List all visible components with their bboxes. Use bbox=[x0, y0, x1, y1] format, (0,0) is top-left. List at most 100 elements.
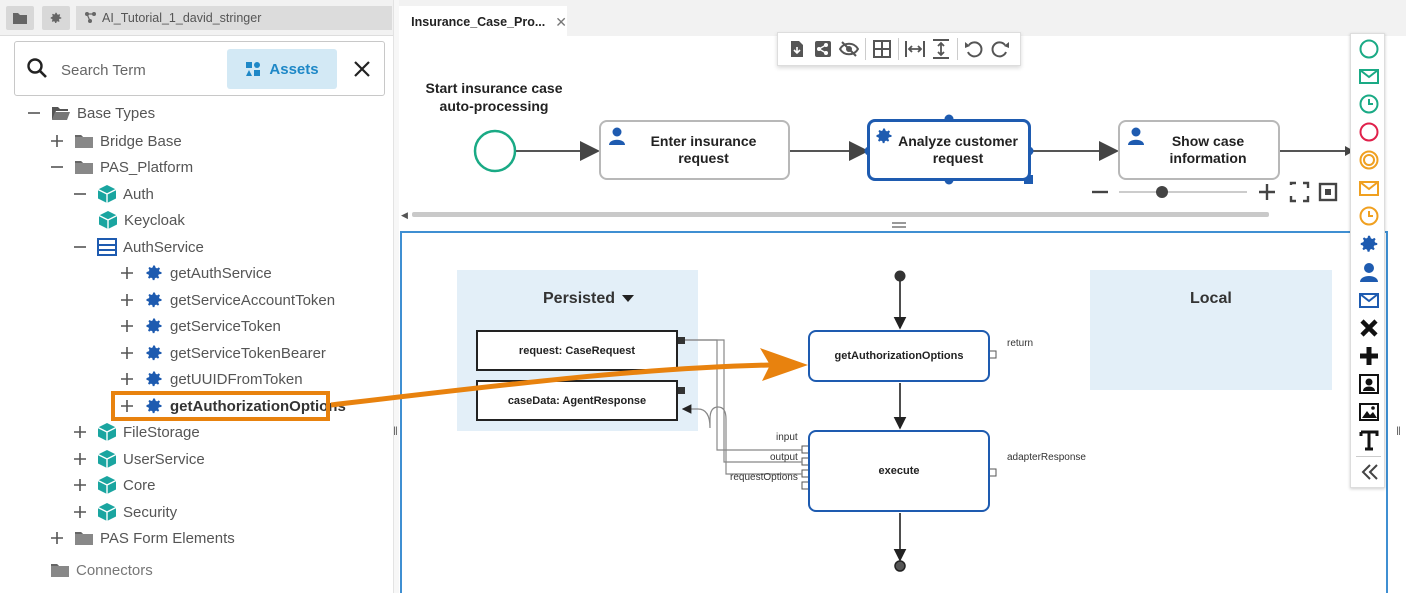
folder-icon bbox=[73, 528, 95, 548]
image-icon[interactable] bbox=[1357, 400, 1381, 424]
operation-execute[interactable]: execute bbox=[808, 430, 990, 512]
highlight-callout-box bbox=[111, 391, 330, 421]
grid-icon[interactable] bbox=[869, 36, 895, 62]
tree-item[interactable]: getServiceToken bbox=[119, 314, 281, 338]
search-input[interactable] bbox=[61, 59, 221, 81]
folder-button[interactable] bbox=[6, 6, 34, 30]
task-label: Enter insurance request bbox=[644, 133, 764, 167]
expand-toggle-icon[interactable] bbox=[119, 345, 135, 361]
gear-icon bbox=[49, 11, 63, 25]
search-icon bbox=[25, 56, 51, 82]
scroll-left-icon[interactable]: ◀ bbox=[401, 210, 408, 221]
start-event[interactable] bbox=[475, 131, 515, 171]
timer-intermediate-icon[interactable] bbox=[1357, 204, 1381, 228]
tree-item-label: Connectors bbox=[76, 562, 153, 579]
tree-item[interactable]: getServiceAccountToken bbox=[119, 288, 335, 312]
project-breadcrumb[interactable]: AI_Tutorial_1_david_stringer bbox=[76, 6, 392, 30]
collapse-icon[interactable] bbox=[1357, 460, 1381, 484]
expand-toggle-icon[interactable] bbox=[49, 133, 65, 149]
horizontal-scrollbar[interactable] bbox=[412, 212, 1269, 217]
tree-item[interactable]: PAS_Platform bbox=[49, 155, 193, 179]
tree-item-label: Keycloak bbox=[124, 212, 185, 229]
project-icon bbox=[84, 11, 97, 26]
operation-get-authorization-options[interactable]: getAuthorizationOptions bbox=[808, 330, 990, 382]
expand-toggle-icon[interactable] bbox=[119, 292, 135, 308]
message-start-icon[interactable] bbox=[1357, 64, 1381, 88]
expand-toggle-icon[interactable] bbox=[119, 265, 135, 281]
expand-toggle-icon[interactable] bbox=[72, 424, 88, 440]
expand-toggle-icon[interactable] bbox=[119, 371, 135, 387]
tree-item[interactable]: FileStorage bbox=[72, 420, 200, 444]
user-task-icon bbox=[1126, 126, 1146, 146]
tree-item[interactable]: getUUIDFromToken bbox=[119, 367, 303, 391]
tab-insurance-case-process[interactable]: Insurance_Case_Pro... ✕ bbox=[399, 6, 567, 36]
tree-item-label: Core bbox=[123, 477, 156, 494]
expand-toggle-icon[interactable] bbox=[72, 504, 88, 520]
tree-item[interactable]: Core bbox=[72, 473, 156, 497]
explorer-toolbar: AI_Tutorial_1_david_stringer bbox=[0, 0, 393, 36]
module-icon bbox=[96, 422, 118, 442]
close-icon[interactable] bbox=[349, 56, 375, 82]
zoom-slider-handle bbox=[1156, 186, 1168, 198]
user-task-icon[interactable] bbox=[1357, 260, 1381, 284]
fullscreen-icon bbox=[1291, 183, 1308, 201]
task-enter-insurance-request[interactable]: Enter insurance request bbox=[599, 120, 790, 180]
expand-toggle-icon[interactable] bbox=[72, 477, 88, 493]
tree-item[interactable]: Keycloak bbox=[97, 208, 185, 232]
timer-start-icon[interactable] bbox=[1357, 92, 1381, 116]
collapse-toggle-icon[interactable] bbox=[26, 105, 42, 121]
collapse-toggle-icon[interactable] bbox=[49, 159, 65, 175]
process-diagram-canvas[interactable]: Start insurance case auto-processing Ent… bbox=[399, 36, 1406, 224]
pane-resize-handle[interactable] bbox=[892, 222, 906, 228]
service-task-icon[interactable] bbox=[1357, 232, 1381, 256]
task-show-case-information[interactable]: Show case information bbox=[1118, 120, 1280, 180]
right-splitter-grip-icon[interactable]: ‖ bbox=[1396, 424, 1401, 438]
fit-width-icon[interactable] bbox=[902, 36, 928, 62]
tree-item-label: UserService bbox=[123, 451, 205, 468]
end-event-icon[interactable] bbox=[1357, 120, 1381, 144]
tree-item[interactable]: getAuthService bbox=[119, 261, 272, 285]
assets-filter-button[interactable]: Assets bbox=[227, 49, 337, 89]
contact-icon[interactable] bbox=[1357, 372, 1381, 396]
gear-icon bbox=[143, 369, 165, 389]
text-icon[interactable] bbox=[1357, 428, 1381, 452]
gear-icon bbox=[143, 343, 165, 363]
expand-toggle-icon[interactable] bbox=[49, 530, 65, 546]
tree-item[interactable]: getServiceTokenBearer bbox=[119, 341, 326, 365]
message-intermediate-icon[interactable] bbox=[1357, 176, 1381, 200]
tree-item[interactable]: Security bbox=[72, 500, 177, 524]
tree-item[interactable]: Bridge Base bbox=[49, 129, 182, 153]
tree-item[interactable]: UserService bbox=[72, 447, 205, 471]
tree-item-label: PAS Form Elements bbox=[100, 530, 235, 547]
module-icon bbox=[96, 184, 118, 204]
collapse-toggle-icon[interactable] bbox=[72, 239, 88, 255]
tree-item-label: AuthService bbox=[123, 239, 204, 256]
close-tab-icon[interactable]: ✕ bbox=[555, 14, 567, 31]
task-analyze-customer-request[interactable]: Analyze customer request bbox=[867, 119, 1031, 181]
module-icon bbox=[96, 502, 118, 522]
start-event-icon[interactable] bbox=[1357, 37, 1381, 61]
tree-item[interactable]: Connectors bbox=[49, 558, 153, 582]
share-icon[interactable] bbox=[810, 36, 836, 62]
tree-item[interactable]: Base Types bbox=[26, 101, 155, 125]
message-task-icon[interactable] bbox=[1357, 288, 1381, 312]
operation-detail-panel[interactable]: Persisted request: CaseRequest caseData:… bbox=[400, 231, 1388, 593]
redo-icon[interactable] bbox=[987, 36, 1013, 62]
exclusive-gateway-icon[interactable] bbox=[1357, 316, 1381, 340]
export-icon[interactable] bbox=[784, 36, 810, 62]
expand-toggle-icon[interactable] bbox=[119, 318, 135, 334]
hide-icon[interactable] bbox=[836, 36, 862, 62]
expand-toggle-icon[interactable] bbox=[72, 451, 88, 467]
tree-item[interactable]: AuthService bbox=[72, 235, 204, 259]
undo-icon[interactable] bbox=[961, 36, 987, 62]
collapse-toggle-icon[interactable] bbox=[72, 186, 88, 202]
asset-explorer-panel: AI_Tutorial_1_david_stringer Assets Base… bbox=[0, 0, 393, 593]
fit-height-icon[interactable] bbox=[928, 36, 954, 62]
parallel-gateway-icon[interactable] bbox=[1357, 344, 1381, 368]
settings-button[interactable] bbox=[42, 6, 70, 30]
tree-item-label: Auth bbox=[123, 186, 154, 203]
intermediate-event-icon[interactable] bbox=[1357, 148, 1381, 172]
tree-item[interactable]: Auth bbox=[72, 182, 154, 206]
gear-icon bbox=[143, 290, 165, 310]
tree-item[interactable]: PAS Form Elements bbox=[49, 526, 235, 550]
